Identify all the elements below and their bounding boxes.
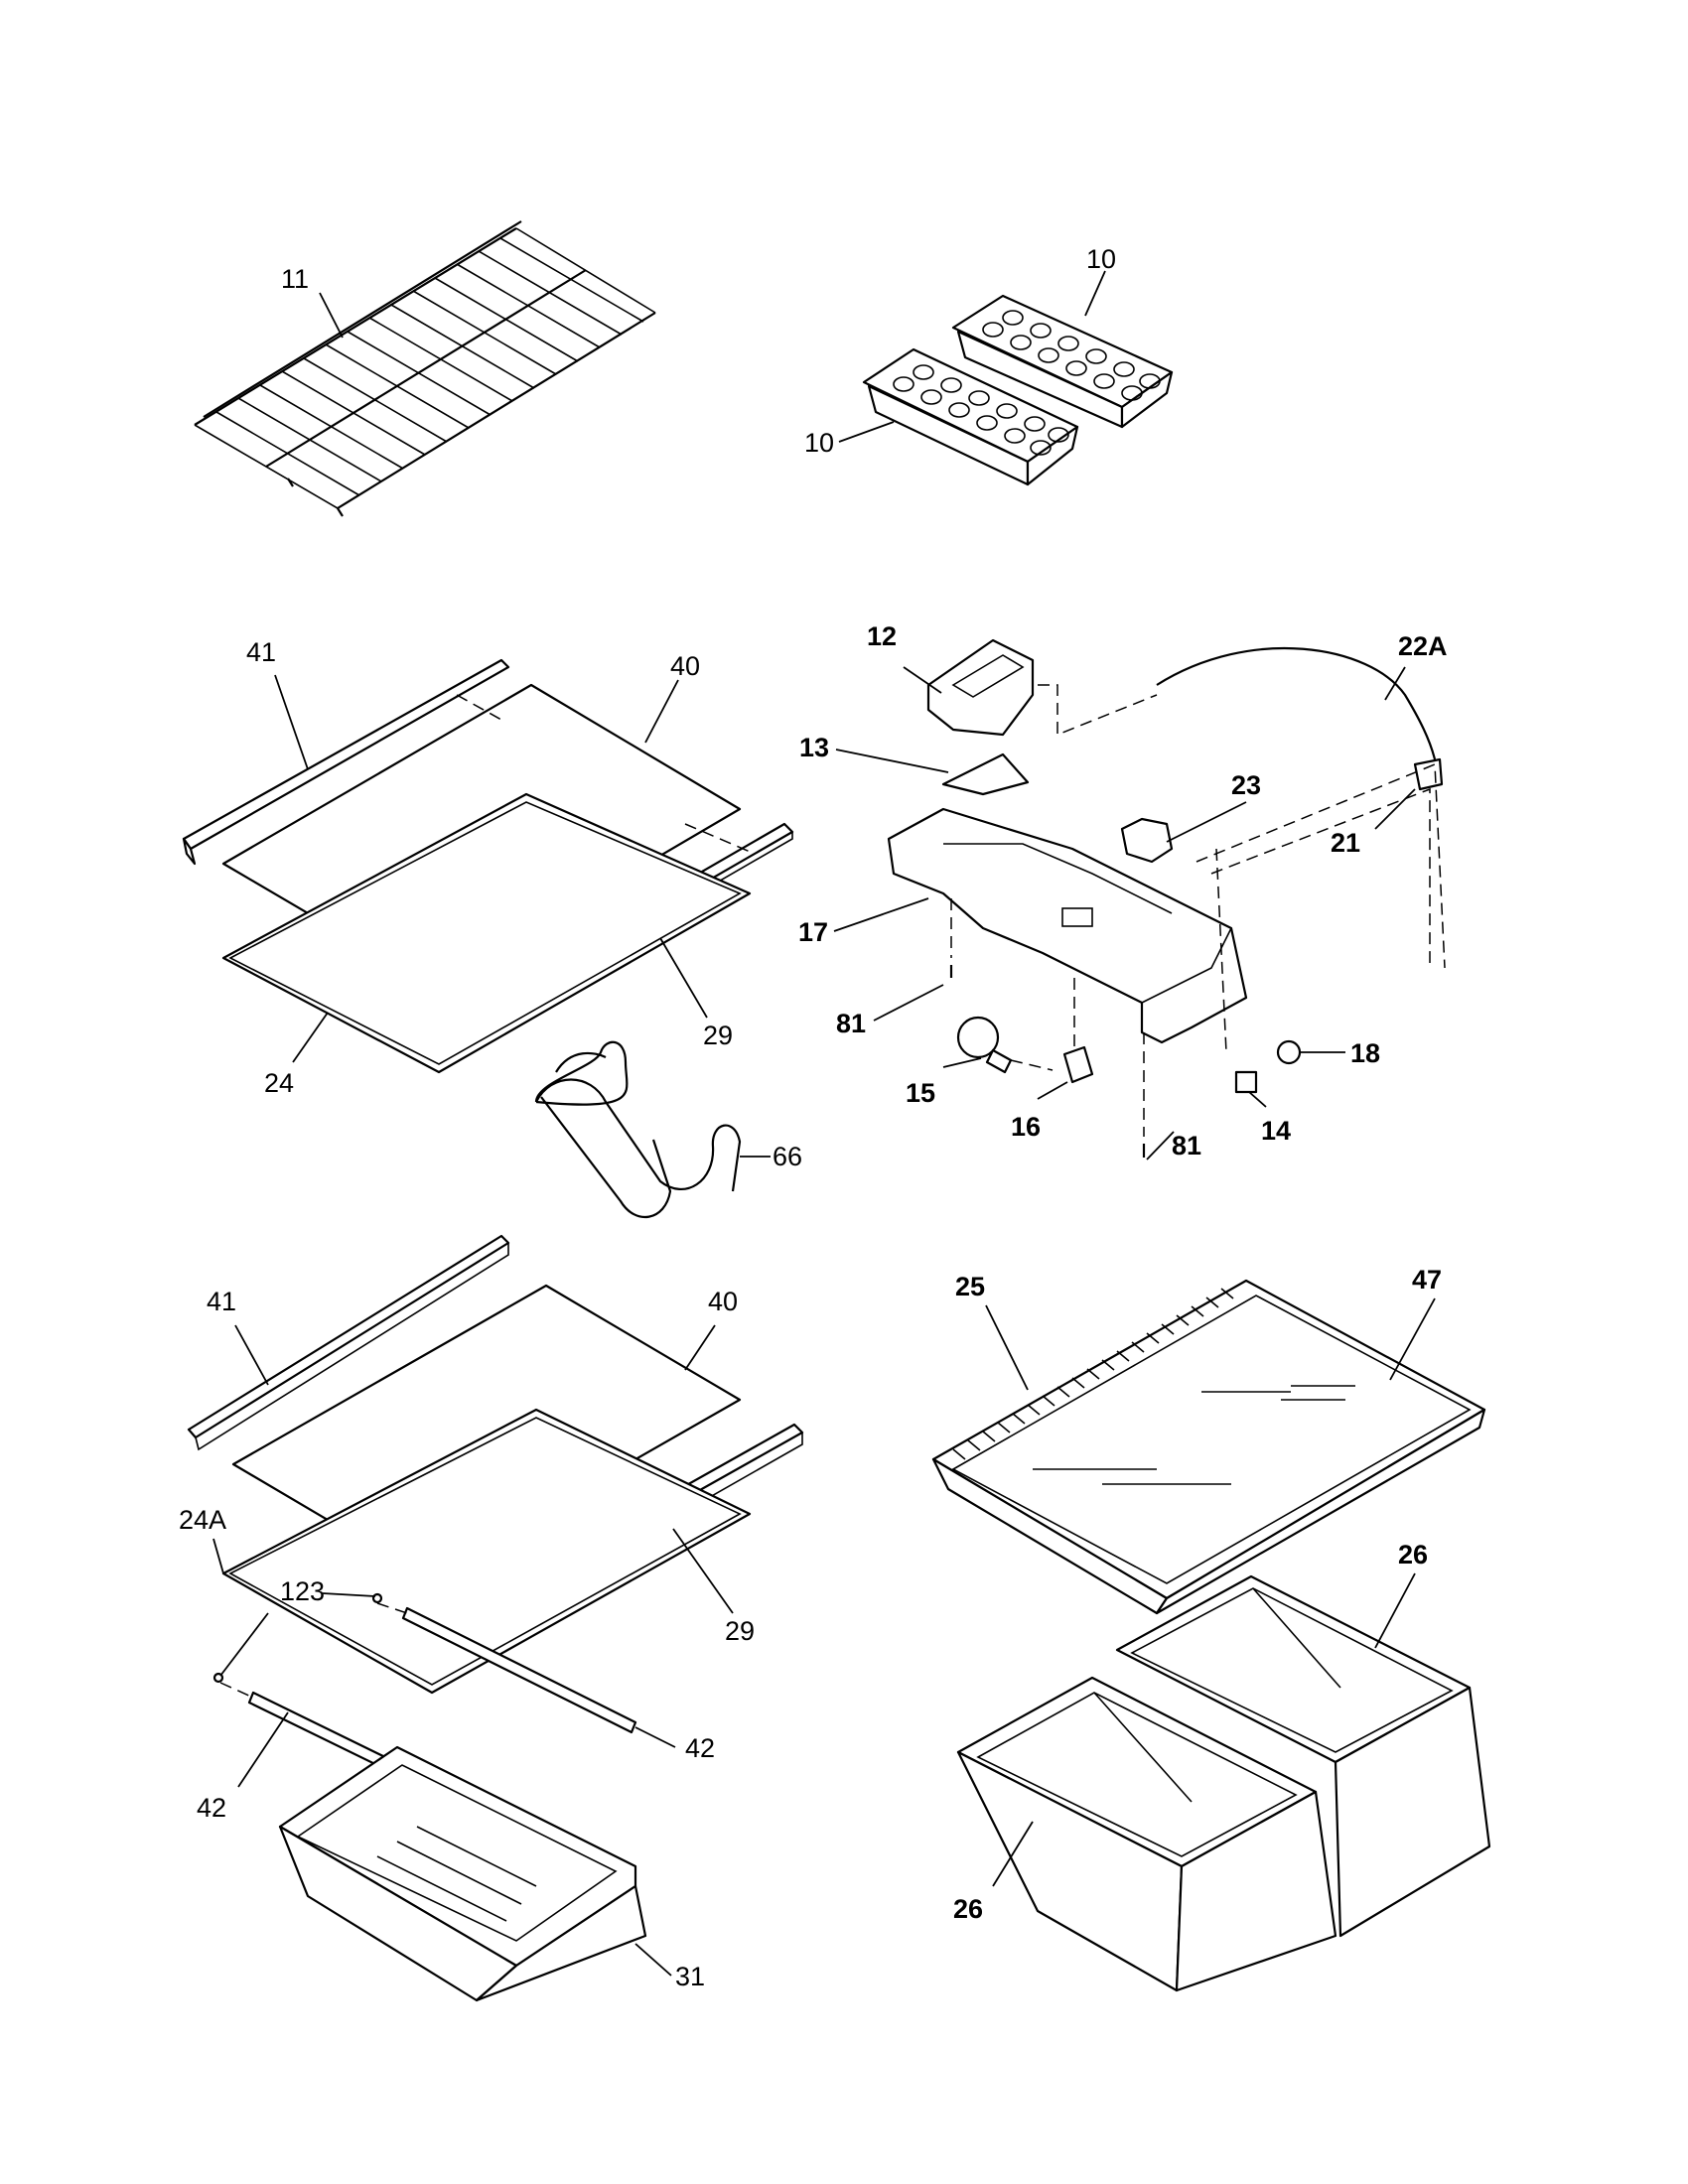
callout-25: 25 <box>955 1272 985 1301</box>
callout-41-lower: 41 <box>207 1287 236 1316</box>
ice-tray-part <box>951 294 1174 429</box>
callout-13: 13 <box>799 733 829 762</box>
callout-17-leader <box>833 897 929 932</box>
callout-10-leader <box>838 421 895 443</box>
callout-13-leader <box>835 749 949 773</box>
callout-47-leader <box>1389 1297 1436 1381</box>
crisper-drawer-part <box>278 1745 647 2002</box>
callout-11: 11 <box>281 264 309 294</box>
callout-16-leader <box>1037 1081 1068 1100</box>
callout-10-bottom: 10 <box>804 428 834 458</box>
callout-29-upper: 29 <box>703 1021 733 1050</box>
wire-shelf-part <box>194 220 656 517</box>
callout-15: 15 <box>906 1078 935 1108</box>
callout-81-leader <box>873 984 944 1022</box>
callout-14-leader <box>1248 1091 1267 1108</box>
callout-41-leader <box>234 1324 269 1386</box>
callout-25-leader <box>985 1304 1029 1391</box>
callout-21: 21 <box>1331 828 1360 858</box>
callout-42-left: 42 <box>197 1793 226 1823</box>
callout-23: 23 <box>1231 770 1261 800</box>
callout-123-leader <box>219 1612 269 1677</box>
callout-21-leader <box>1374 788 1416 830</box>
callout-15-leader <box>942 1057 982 1068</box>
callout-81-right: 81 <box>1172 1131 1201 1160</box>
callout-10-leader <box>1084 270 1106 317</box>
callout-12-leader <box>903 666 942 694</box>
callout-31: 31 <box>675 1962 705 1991</box>
callout-40-upper: 40 <box>670 651 700 681</box>
callout-42-leader <box>634 1726 676 1748</box>
wine-rack-part <box>534 1040 742 1219</box>
callout-66: 66 <box>773 1142 802 1171</box>
lower-shelf-assembly <box>187 1234 804 1814</box>
callout-11-leader <box>319 292 344 339</box>
callout-29-leader <box>672 1528 734 1614</box>
callout-81-left: 81 <box>836 1009 866 1038</box>
crisper-pan-part <box>1115 1574 1491 1938</box>
callout-40-leader <box>684 1324 716 1371</box>
callout-123-leader <box>322 1592 376 1597</box>
light-housing-assembly <box>887 638 1446 1158</box>
callout-24a-leader <box>212 1538 224 1574</box>
callout-26-leader <box>992 1821 1034 1887</box>
callout-42-right: 42 <box>685 1733 715 1763</box>
callout-29-leader <box>659 937 708 1019</box>
callout-41-upper: 41 <box>246 637 276 667</box>
callout-40-lower: 40 <box>708 1287 738 1316</box>
callout-14: 14 <box>1261 1116 1291 1146</box>
callout-24: 24 <box>264 1068 294 1098</box>
callout-42-leader <box>237 1711 289 1788</box>
callout-26-bottom: 26 <box>953 1894 983 1924</box>
callout-24-leader <box>292 1012 329 1063</box>
crisper-cover-part <box>931 1279 1486 1615</box>
upper-shelf-assembly <box>182 658 794 1074</box>
callout-22a-leader <box>1384 666 1406 701</box>
callout-22a: 22A <box>1398 631 1448 661</box>
callout-41-leader <box>274 674 309 770</box>
ice-tray-part <box>862 347 1079 486</box>
callout-10-top: 10 <box>1086 244 1116 274</box>
callout-123: 123 <box>280 1576 325 1606</box>
callout-29-lower: 29 <box>725 1616 755 1646</box>
callout-81-leader <box>1146 1131 1175 1160</box>
callout-31-leader <box>634 1943 672 1977</box>
crisper-pan-part <box>956 1676 1337 1992</box>
callout-17: 17 <box>798 917 828 947</box>
callout-40-leader <box>644 679 679 744</box>
callout-18: 18 <box>1350 1038 1380 1068</box>
callout-23-leader <box>1166 801 1247 843</box>
callout-26-top: 26 <box>1398 1540 1428 1570</box>
callout-24a: 24A <box>179 1505 226 1535</box>
callout-12: 12 <box>867 621 897 651</box>
callout-16: 16 <box>1011 1112 1041 1142</box>
callout-47: 47 <box>1412 1265 1442 1295</box>
callout-26-leader <box>1374 1572 1416 1649</box>
